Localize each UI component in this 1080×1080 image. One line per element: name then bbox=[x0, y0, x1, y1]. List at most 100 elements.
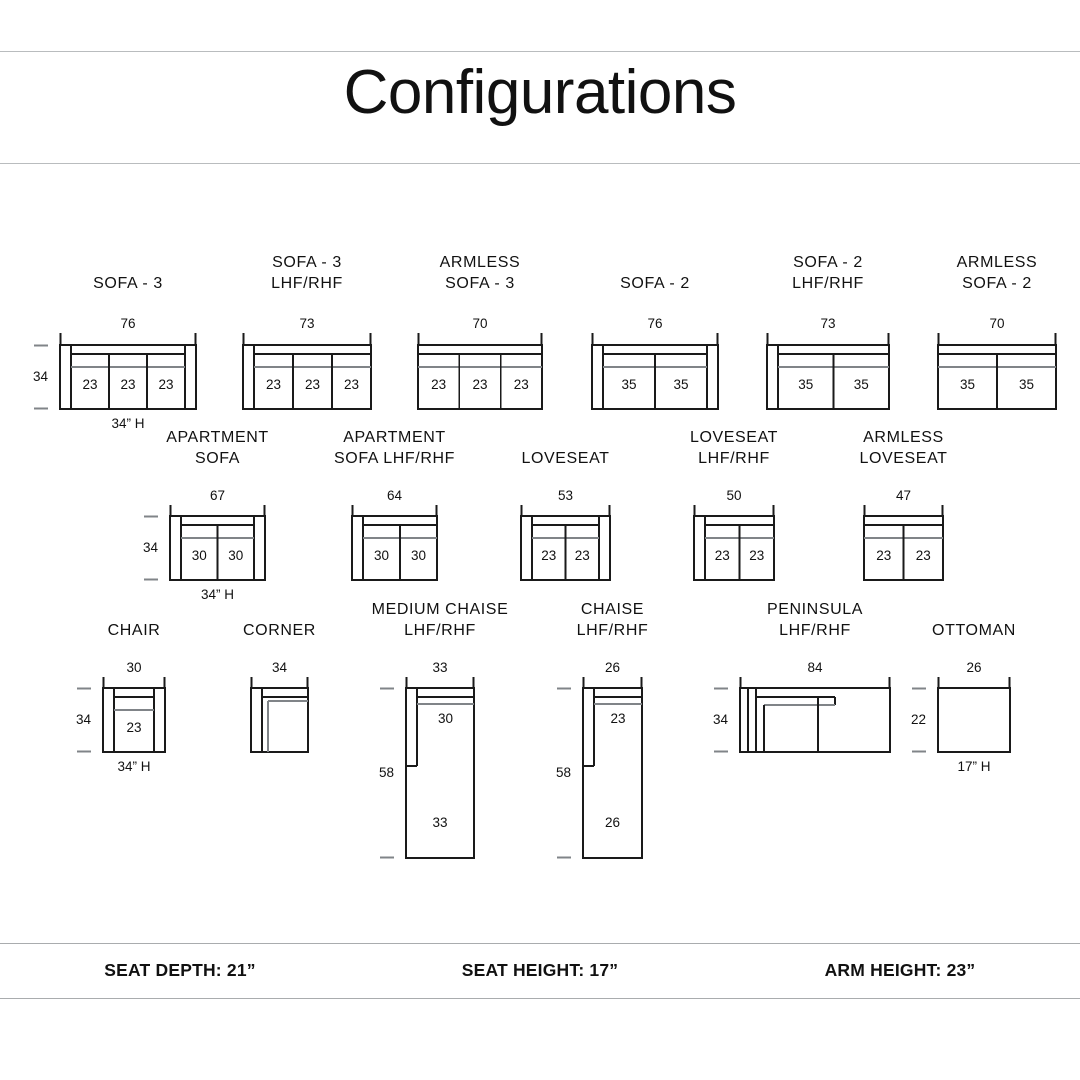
seat-label-sofa-3-2: 23 bbox=[158, 377, 174, 392]
module-title-apartment-sofa: APARTMENT SOFA bbox=[166, 429, 269, 467]
page-title: Configurations bbox=[343, 58, 737, 127]
header-rule-top bbox=[0, 51, 1080, 52]
width-dimension-chaise-lhf-rhf bbox=[582, 677, 643, 689]
width-label-sofa-3: 76 bbox=[120, 316, 136, 331]
seat-label-sofa-3-1: 23 bbox=[120, 377, 136, 392]
width-label-ottoman: 26 bbox=[966, 660, 982, 675]
seat-label-loveseat-0: 23 bbox=[541, 548, 557, 563]
seat-label-chaise-lhf-rhf: 23 bbox=[610, 711, 626, 726]
module-drawing-armless-sofa-2 bbox=[937, 344, 1057, 410]
seat-label-apartment-sofa-lhf-rhf-1: 30 bbox=[410, 548, 427, 563]
seat-label-loveseat-lhf-rhf-0: 23 bbox=[714, 548, 730, 563]
module-drawing-sofa-3-lhf-rhf bbox=[242, 344, 372, 410]
module-title-sofa-2-lhf-rhf: SOFA - 2 LHF/RHF bbox=[792, 254, 864, 292]
specs-footer: SEAT DEPTH: 21” SEAT HEIGHT: 17” ARM HEI… bbox=[0, 943, 1080, 998]
module-title-sofa-3: SOFA - 3 bbox=[93, 275, 163, 292]
seat-label-sofa-2-lhf-rhf-0: 35 bbox=[798, 377, 814, 392]
chaise-label-chaise-lhf-rhf: 26 bbox=[604, 815, 621, 830]
height-note-chair: 34” H bbox=[117, 759, 151, 774]
seat-label-medium-chaise-lhf-rhf: 30 bbox=[437, 711, 454, 726]
module-title-armless-sofa-3: ARMLESS SOFA - 3 bbox=[439, 254, 521, 292]
width-label-sofa-2-lhf-rhf: 73 bbox=[820, 316, 836, 331]
module-title-sofa-3-lhf-rhf: SOFA - 3 LHF/RHF bbox=[271, 254, 343, 292]
module-title-armless-sofa-2: ARMLESS SOFA - 2 bbox=[956, 254, 1038, 292]
seat-label-armless-sofa-3-2: 23 bbox=[513, 377, 529, 392]
width-label-armless-sofa-3: 70 bbox=[472, 316, 488, 331]
width-label-apartment-sofa: 67 bbox=[209, 488, 226, 503]
width-dimension-loveseat-lhf-rhf bbox=[693, 505, 775, 517]
header-rule-bottom bbox=[0, 163, 1080, 164]
module-title-armless-loveseat: ARMLESS LOVESEAT bbox=[859, 429, 948, 467]
width-dimension-medium-chaise-lhf-rhf bbox=[405, 677, 475, 689]
height-label-peninsula-lhf-rhf: 34 bbox=[712, 712, 728, 727]
spec-seat-height: SEAT HEIGHT: 17” bbox=[461, 960, 619, 980]
module-drawing-armless-loveseat bbox=[863, 515, 944, 581]
module-title-chair: CHAIR bbox=[107, 622, 161, 639]
height-label-apartment-sofa: 34 bbox=[142, 540, 158, 555]
spec-seat-depth: SEAT DEPTH: 21” bbox=[104, 960, 256, 980]
width-dimension-chair bbox=[102, 677, 166, 689]
seat-label-sofa-2-0: 35 bbox=[621, 377, 637, 392]
module-drawing-apartment-sofa bbox=[169, 515, 266, 581]
width-dimension-sofa-2-lhf-rhf bbox=[766, 333, 890, 345]
seat-label-sofa-3-lhf-rhf-1: 23 bbox=[304, 377, 321, 392]
module-drawing-armless-sofa-3 bbox=[417, 344, 543, 410]
width-dimension-armless-sofa-3 bbox=[417, 333, 543, 345]
height-label-chair: 34 bbox=[75, 712, 91, 727]
seat-label-armless-sofa-2-0: 35 bbox=[959, 377, 976, 392]
height-dimension-medium-chaise-lhf-rhf bbox=[380, 687, 394, 859]
height-note-sofa-3: 34” H bbox=[111, 416, 145, 431]
seat-label-sofa-2-1: 35 bbox=[673, 377, 689, 392]
module-title-medium-chaise-lhf-rhf: MEDIUM CHAISE LHF/RHF bbox=[371, 601, 509, 639]
module-title-peninsula-lhf-rhf: PENINSULA LHF/RHF bbox=[766, 601, 864, 639]
module-title-ottoman: OTTOMAN bbox=[932, 622, 1016, 639]
seat-label-armless-sofa-3-0: 23 bbox=[431, 377, 447, 392]
width-dimension-armless-sofa-2 bbox=[937, 333, 1057, 345]
module-title-loveseat: LOVESEAT bbox=[521, 450, 610, 467]
height-dimension-apartment-sofa bbox=[144, 515, 158, 581]
configurations-diagram: SOFA - 3 76 34 23 23 23 34” H SOFA - 3 LHF/RHF 7… bbox=[0, 163, 1080, 943]
width-dimension-armless-loveseat bbox=[863, 505, 944, 517]
width-label-sofa-3-lhf-rhf: 73 bbox=[299, 316, 315, 331]
module-title-chaise-lhf-rhf: CHAISE LHF/RHF bbox=[576, 601, 649, 639]
seat-label-armless-loveseat-1: 23 bbox=[915, 548, 931, 563]
module-drawing-corner bbox=[250, 687, 309, 753]
height-dimension-ottoman bbox=[912, 687, 926, 753]
seat-label-armless-loveseat-0: 23 bbox=[876, 548, 892, 563]
width-label-armless-sofa-2: 70 bbox=[989, 316, 1005, 331]
height-note-apartment-sofa: 34” H bbox=[200, 587, 234, 602]
footer-rule-bottom bbox=[0, 998, 1080, 999]
module-drawing-sofa-2 bbox=[591, 344, 719, 410]
seat-label-loveseat-1: 23 bbox=[574, 548, 590, 563]
width-dimension-apartment-sofa-lhf-rhf bbox=[351, 505, 438, 517]
seat-label-sofa-3-0: 23 bbox=[82, 377, 98, 392]
seat-label-sofa-2-lhf-rhf-1: 35 bbox=[853, 377, 869, 392]
height-dimension-chair bbox=[77, 687, 91, 753]
height-label-sofa-3: 34 bbox=[32, 369, 48, 384]
height-label-ottoman: 22 bbox=[910, 712, 926, 727]
module-drawing-sofa-2-lhf-rhf bbox=[766, 344, 890, 410]
module-drawing-medium-chaise-lhf-rhf bbox=[405, 687, 475, 859]
module-drawing-apartment-sofa-lhf-rhf bbox=[351, 515, 438, 581]
width-dimension-loveseat bbox=[520, 505, 611, 517]
width-label-chair: 30 bbox=[126, 660, 142, 675]
module-drawing-chaise-lhf-rhf bbox=[582, 687, 643, 859]
seat-label-sofa-3-lhf-rhf-0: 23 bbox=[265, 377, 282, 392]
height-note-ottoman: 17” H bbox=[957, 759, 991, 774]
module-drawing-chair bbox=[102, 687, 166, 753]
width-label-corner: 34 bbox=[271, 660, 288, 675]
module-title-loveseat-lhf-rhf: LOVESEAT LHF/RHF bbox=[689, 429, 779, 467]
width-dimension-peninsula-lhf-rhf bbox=[739, 677, 891, 689]
height-label-chaise-lhf-rhf: 58 bbox=[555, 765, 571, 780]
seat-label-apartment-sofa-1: 30 bbox=[228, 548, 244, 563]
module-title-apartment-sofa-lhf-rhf: APARTMENT SOFA LHF/RHF bbox=[334, 429, 455, 467]
spec-arm-height: ARM HEIGHT: 23” bbox=[824, 960, 976, 980]
width-label-medium-chaise-lhf-rhf: 33 bbox=[432, 660, 448, 675]
module-drawing-loveseat-lhf-rhf bbox=[693, 515, 775, 581]
chaise-label-medium-chaise-lhf-rhf: 33 bbox=[432, 815, 448, 830]
width-dimension-apartment-sofa bbox=[169, 505, 266, 517]
seat-label-apartment-sofa-lhf-rhf-0: 30 bbox=[373, 548, 390, 563]
width-label-loveseat: 53 bbox=[557, 488, 574, 503]
module-drawing-loveseat bbox=[520, 515, 611, 581]
height-dimension-chaise-lhf-rhf bbox=[557, 687, 571, 859]
